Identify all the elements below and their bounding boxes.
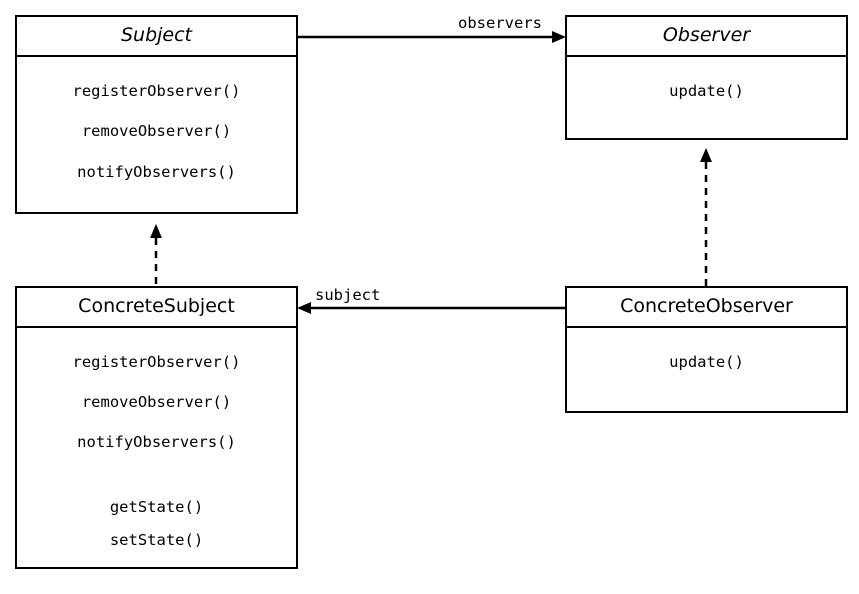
concrete-observer-method-update: update()	[669, 353, 744, 371]
concrete-subject-method-remove-observer: removeObserver()	[81, 393, 232, 411]
concrete-subject-method-notify-observers: notifyObservers()	[77, 433, 236, 451]
concrete-subject-method-get-state: getState()	[109, 498, 204, 516]
subject-method-notify-observers: notifyObservers()	[77, 163, 236, 181]
subject-association-label: subject	[315, 286, 381, 304]
observers-arrowhead	[552, 31, 566, 43]
concrete-observer-class-box: ConcreteObserver update()	[565, 286, 848, 413]
observer-class-name: Observer	[567, 17, 846, 57]
subject-class-name: Subject	[17, 17, 296, 57]
subject-realization-arrowhead	[150, 224, 162, 238]
concrete-subject-class-box: ConcreteSubject registerObserver() remov…	[15, 286, 298, 569]
concrete-subject-class-name: ConcreteSubject	[17, 288, 296, 328]
subject-method-remove-observer: removeObserver()	[81, 122, 232, 140]
concrete-subject-method-register-observer: registerObserver()	[72, 353, 241, 371]
observers-association-label: observers	[458, 14, 542, 32]
subject-arrowhead	[297, 302, 311, 314]
concrete-subject-method-set-state: setState()	[109, 531, 204, 549]
subject-class-box: Subject registerObserver() removeObserve…	[15, 15, 298, 214]
observer-method-update: update()	[669, 82, 744, 100]
observer-class-box: Observer update()	[565, 15, 848, 140]
subject-method-register-observer: registerObserver()	[72, 82, 241, 100]
concrete-observer-class-name: ConcreteObserver	[567, 288, 846, 328]
observer-realization-arrowhead	[700, 148, 712, 162]
